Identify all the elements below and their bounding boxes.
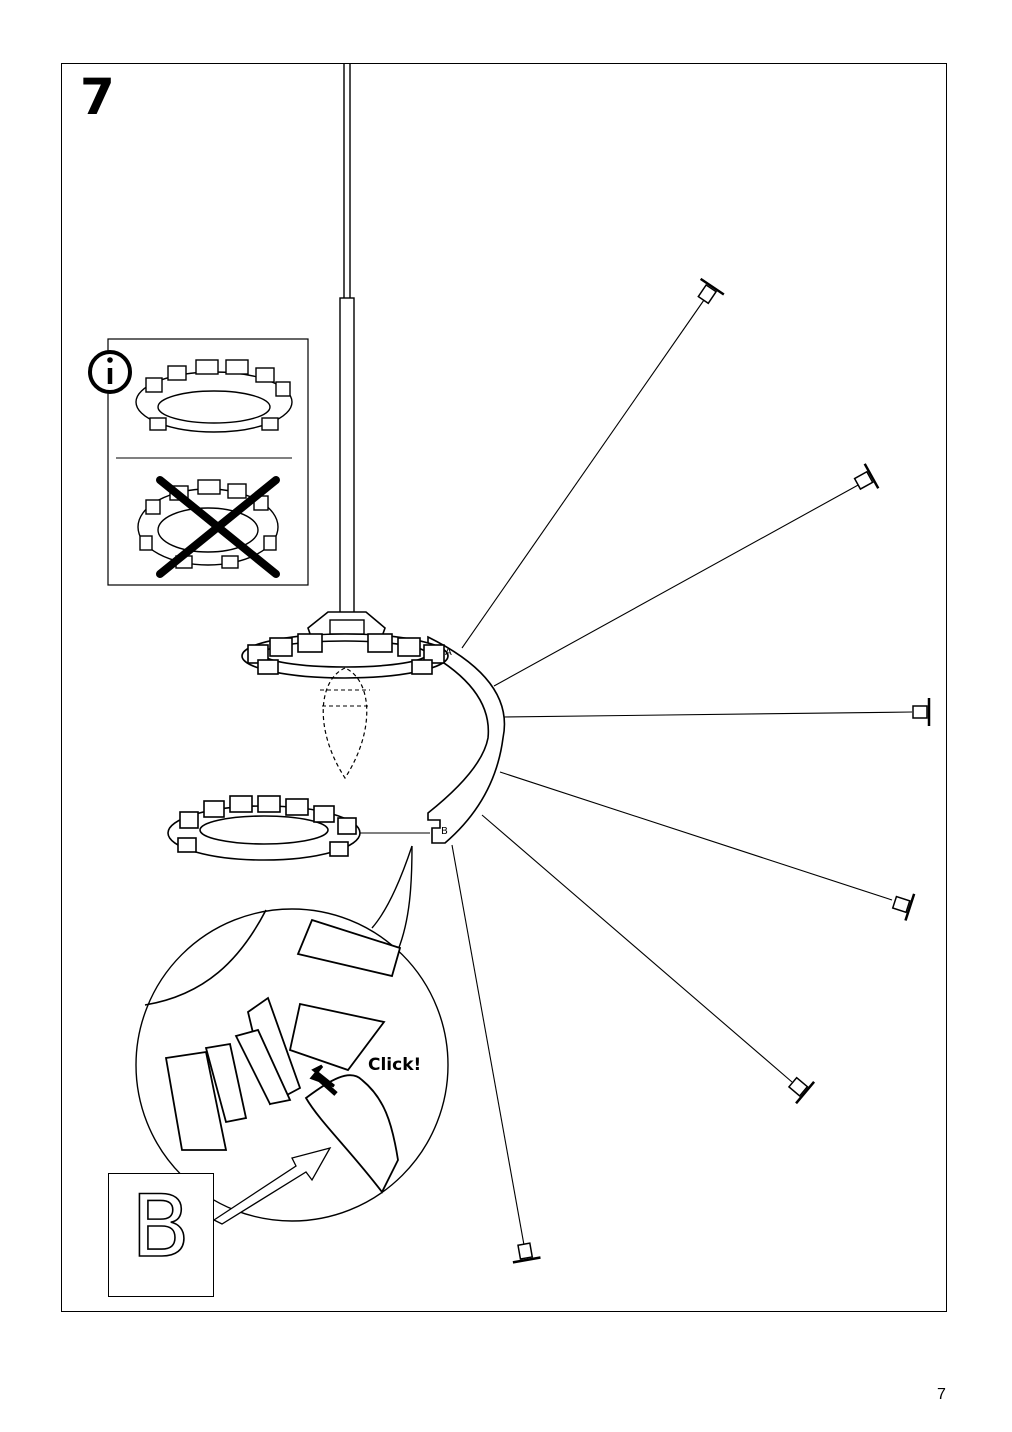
suspension-rod — [339, 297, 355, 619]
clip-finger — [304, 1074, 399, 1194]
correct-ring-example — [135, 359, 293, 433]
hollow-arrow — [212, 1146, 332, 1225]
detail-label-box: B — [108, 1173, 214, 1297]
callout-pointer — [371, 845, 413, 929]
detail-label-b: B — [130, 1177, 191, 1277]
wire-arms — [451, 299, 913, 1246]
lower-ring — [167, 795, 361, 861]
step-number: 7 — [80, 68, 115, 126]
clip-tab-left — [164, 1050, 228, 1151]
bulb-outline — [322, 667, 368, 780]
clip-tab-top — [296, 918, 402, 978]
wrong-cross-icon — [156, 476, 280, 578]
half-ring-frame — [427, 635, 506, 844]
wire-end-caps — [512, 277, 931, 1264]
ring-label-b: B — [441, 826, 448, 837]
step-frame — [61, 63, 947, 1312]
ring-label-a: A — [445, 647, 452, 658]
clip-tab-labeled — [288, 1002, 386, 1072]
page-number: 7 — [937, 1386, 946, 1403]
click-label: Click! — [368, 1055, 422, 1075]
upper-ring — [241, 633, 449, 679]
